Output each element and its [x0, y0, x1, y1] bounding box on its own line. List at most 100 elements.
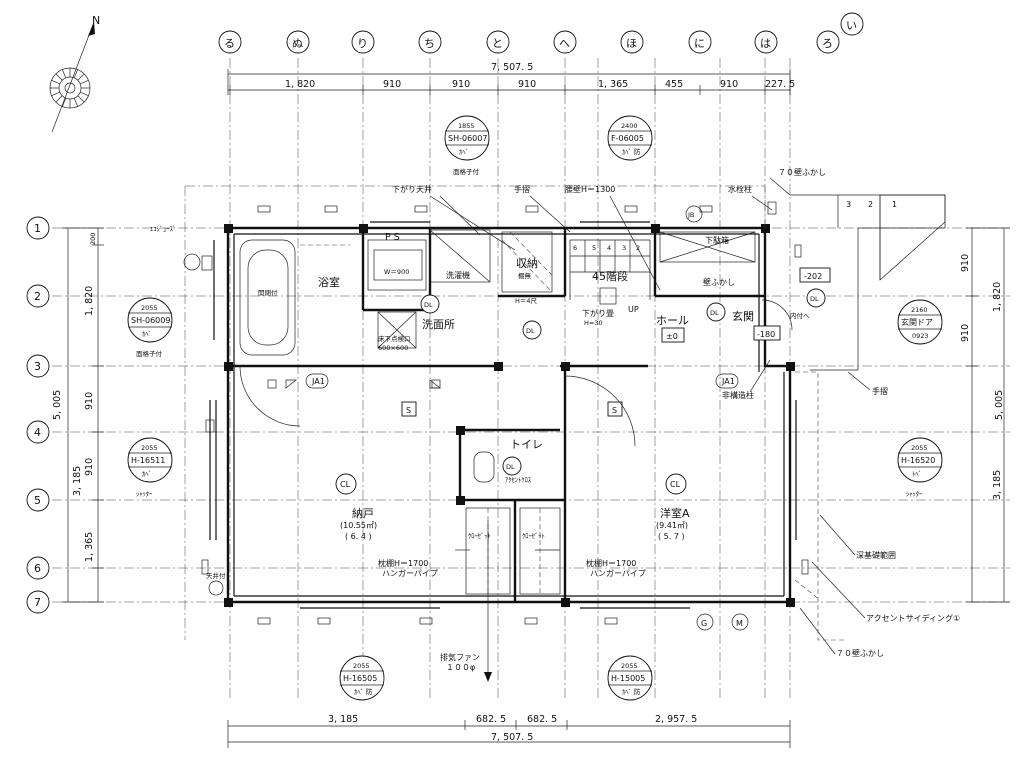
ceiling-light-1: [665, 473, 687, 495]
label-handrail-top: 手摺: [514, 184, 530, 194]
label-step: -202: [804, 272, 822, 281]
window-spec-2: ｶﾍﾞ: [142, 330, 152, 338]
top-axis-label-8: は: [760, 37, 771, 50]
step-1: 1: [892, 200, 897, 209]
room-entrance: 玄関: [732, 309, 754, 323]
window-spec-4: ｶﾍﾞ: [142, 470, 152, 478]
label-hanger1: ハンガーパイプ: [382, 568, 438, 578]
label-h4: H＝4尺: [515, 297, 538, 305]
top-seg-label-2: 910: [452, 79, 470, 90]
dim-bottom-2: 682. 5: [476, 714, 506, 725]
left-axis-label-1: 2: [34, 290, 41, 303]
stair-num-4: 4: [607, 244, 611, 252]
dim-right-910: 910: [960, 254, 971, 272]
window-tag-3: [897, 299, 943, 345]
dim-left-3185: 3, 185: [72, 466, 83, 496]
label-washer: 洗濯機: [446, 270, 470, 280]
room-hall-level: ±0: [666, 332, 678, 341]
annotation-labels: 下がり天井 手摺 腰壁H＝1300 水栓柱 ７０壁ふかし 非構造柱 手摺 深基礎…: [206, 167, 960, 682]
top-axis-label-9: ろ: [822, 37, 833, 50]
room-stairs: 階段: [606, 269, 628, 283]
window-note-5: ｼｬｯﾀｰ: [906, 490, 922, 498]
label-h30: H=30: [584, 319, 603, 327]
room-western-area: (9.41㎡): [656, 521, 688, 530]
north-compass: N: [49, 14, 100, 133]
left-axis-label-4: 5: [34, 494, 41, 507]
window-note-0: 面格子付: [453, 167, 480, 176]
stairs: 6 5 4 3 2 45 階段 下がり畳 H=30 UP: [569, 239, 651, 327]
top-seg-label-6: 910: [720, 79, 738, 90]
downlight-2: [502, 456, 522, 476]
window-code-6: H-16505: [343, 674, 377, 683]
top-axis-label-7: に: [694, 37, 705, 50]
downlight-0: [420, 294, 440, 314]
top-axis-label-10: い: [846, 19, 857, 32]
window-tag-4: [127, 437, 173, 483]
downlight-label-1: DL: [526, 327, 535, 335]
top-seg-label-4: 1, 365: [598, 79, 628, 90]
room-pantry-tatami: ( 6. 4 ): [345, 532, 372, 541]
top-axis-bubble-0: [218, 30, 242, 54]
stair-num-5: 5: [592, 244, 596, 252]
left-axis-label-3: 4: [34, 426, 41, 439]
top-axis-label-6: ほ: [626, 37, 637, 50]
downlight-4: [806, 288, 826, 308]
room-storage-sub: 棚無: [518, 271, 532, 280]
label-jb: JB: [687, 211, 694, 219]
window-note-4: ｼｬｯﾀｰ: [136, 490, 152, 498]
top-axis-bubble-4: [486, 30, 510, 54]
room-toilet: トイレ: [510, 438, 543, 451]
label-hanger2: ハンガーパイプ: [590, 568, 646, 578]
room-storage: 収納: [516, 257, 538, 270]
left-axis-label-0: 1: [34, 222, 41, 235]
downlight-label-0: DL: [424, 301, 433, 309]
downlight-3: [706, 302, 726, 322]
left-axis-bubble-0: [26, 216, 50, 240]
bathroom: 浴室 開閉付: [239, 239, 350, 356]
label-accent-siding: アクセントサイディング①: [866, 613, 960, 623]
top-axis-bubble-5: [553, 30, 577, 54]
step-2: 2: [868, 200, 873, 209]
dim-left-1365: 1, 365: [84, 532, 95, 562]
window-size-4: 2055: [141, 444, 158, 452]
label-wall-70-top: ７０壁ふかし: [778, 167, 826, 177]
top-axis-bubble-2: [351, 30, 375, 54]
left-axis-label-2: 3: [34, 360, 41, 373]
window-code-7: H-15005: [611, 674, 645, 683]
left-axis-label-6: 7: [34, 596, 41, 609]
mark-s-2: S: [612, 406, 617, 415]
label-ceiling-fix: 天井付: [206, 571, 226, 580]
lower-rooms: 納戸 (10.55㎡) ( 6. 4 ) 洋室A (9.41㎡) ( 5. 7 …: [239, 365, 690, 595]
window-tag-0: [444, 115, 490, 161]
window-spec-3: 0923: [912, 332, 929, 340]
label-accent-cloth: ｱｸｾﾝﾄｸﾛｽ: [505, 476, 532, 484]
label-waist-wall: 腰壁H＝1300: [565, 184, 615, 194]
window-spec-1: ｶﾍﾞ 防: [622, 147, 641, 156]
top-axis-bubble-8: [754, 30, 778, 54]
window-spec-7: ｶﾍﾞ 防: [622, 687, 641, 696]
room-pantry: 納戸: [352, 507, 374, 520]
room-entrance-level: -180: [757, 330, 775, 339]
left-axis-bubble-2: [26, 354, 50, 378]
label-ja1b: JA1: [721, 377, 735, 386]
window-spec-5: ﾄﾍﾞ: [912, 470, 922, 478]
top-seg-label-7: 227. 5: [765, 79, 795, 90]
window-code-5: H-16520: [901, 456, 935, 465]
downlight-1: [522, 320, 542, 340]
left-axis-bubble-3: [26, 420, 50, 444]
label-inside-out: 内付へ: [790, 311, 810, 320]
top-seg-label-0: 1, 820: [285, 79, 315, 90]
label-fan: 排気ファン: [440, 652, 480, 662]
window-tag-2: [127, 297, 173, 343]
top-axis-bubble-6: [620, 30, 644, 54]
downlight-label-2: DL: [506, 463, 515, 471]
top-axis-label-0: る: [224, 37, 235, 50]
left-axis-bubble-5: [26, 556, 50, 580]
mark-m: M: [736, 619, 743, 628]
mark-s-1: S: [406, 406, 411, 415]
top-axis-bubble-9: [816, 30, 840, 54]
window-note-2: 面格子付: [136, 349, 163, 358]
ceiling-light-0: [335, 473, 357, 495]
